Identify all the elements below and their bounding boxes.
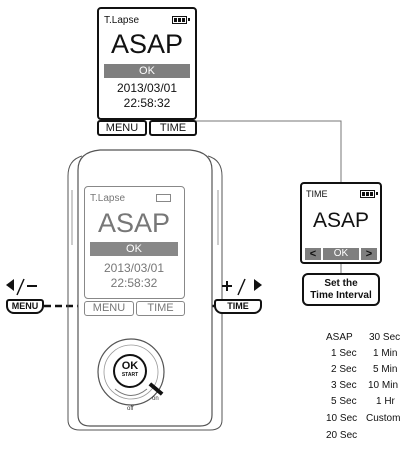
interval-right-0: 30 Sec xyxy=(369,332,401,343)
interval-left-3: 3 Sec xyxy=(331,380,357,391)
device-mode-label: T.Lapse xyxy=(90,193,126,204)
callout-line2: Time Interval xyxy=(310,290,372,301)
interval-left-6: 20 Sec xyxy=(326,430,358,441)
start-label: START xyxy=(121,372,139,378)
set-interval-callout: Set the Time Interval xyxy=(302,273,380,306)
battery-icon xyxy=(172,16,190,24)
device-time-softkey[interactable]: TIME xyxy=(136,301,185,316)
left-arrow-button[interactable]: < xyxy=(305,248,321,260)
menu-softkey[interactable]: MENU xyxy=(97,120,147,136)
ok-bar[interactable]: OK xyxy=(104,64,190,78)
connector-time-line xyxy=(183,120,342,182)
right-side-button-glyph xyxy=(222,278,262,296)
time-softkey[interactable]: TIME xyxy=(149,120,197,136)
interval-left-4: 5 Sec xyxy=(331,396,357,407)
device-screen: T.Lapse ASAP OK 2013/03/01 22:58:32 xyxy=(84,186,185,299)
right-arrow-button[interactable]: > xyxy=(361,248,377,260)
interval-left-5: 10 Sec xyxy=(326,413,358,424)
interval-left-1: 1 Sec xyxy=(331,348,357,359)
device-ok-bar: OK xyxy=(90,242,178,256)
device-menu-softkey[interactable]: MENU xyxy=(84,301,134,316)
ok-start-button[interactable]: OK START xyxy=(113,354,147,388)
interval-left-2: 2 Sec xyxy=(331,364,357,375)
date-text: 2013/03/01 xyxy=(116,81,178,95)
device-date-text: 2013/03/01 xyxy=(103,261,165,275)
interval-right-2: 5 Min xyxy=(373,364,398,375)
top-screen: T.Lapse ASAP OK 2013/03/01 22:58:32 xyxy=(97,7,197,120)
interval-left-0: ASAP xyxy=(326,332,353,343)
device-battery-icon xyxy=(156,194,171,202)
time-screen: TIME ASAP < OK > xyxy=(300,182,382,264)
device-time-text: 22:58:32 xyxy=(110,276,158,290)
switch-off-label: off xyxy=(127,406,134,412)
time-text: 22:58:32 xyxy=(123,96,171,110)
mode-label: T.Lapse xyxy=(104,15,140,26)
callout-line1: Set the xyxy=(324,278,358,289)
time-side-button[interactable]: TIME xyxy=(214,299,262,314)
menu-side-button[interactable]: MENU xyxy=(6,299,44,314)
interval-right-4: 1 Hr xyxy=(376,396,395,407)
time-screen-ok-button[interactable]: OK xyxy=(323,248,359,260)
main-value: ASAP xyxy=(110,29,184,59)
interval-right-1: 1 Min xyxy=(373,348,398,359)
interval-right-3: 10 Min xyxy=(368,380,399,391)
left-side-button-glyph xyxy=(6,278,37,296)
time-screen-value: ASAP xyxy=(312,209,370,232)
device-main-value: ASAP xyxy=(97,208,171,238)
time-screen-battery-icon xyxy=(360,190,378,198)
switch-on-label: on xyxy=(152,396,159,402)
interval-right-5: Custom xyxy=(366,413,401,424)
time-screen-title: TIME xyxy=(306,189,328,199)
ok-start-label: OK xyxy=(121,360,139,372)
